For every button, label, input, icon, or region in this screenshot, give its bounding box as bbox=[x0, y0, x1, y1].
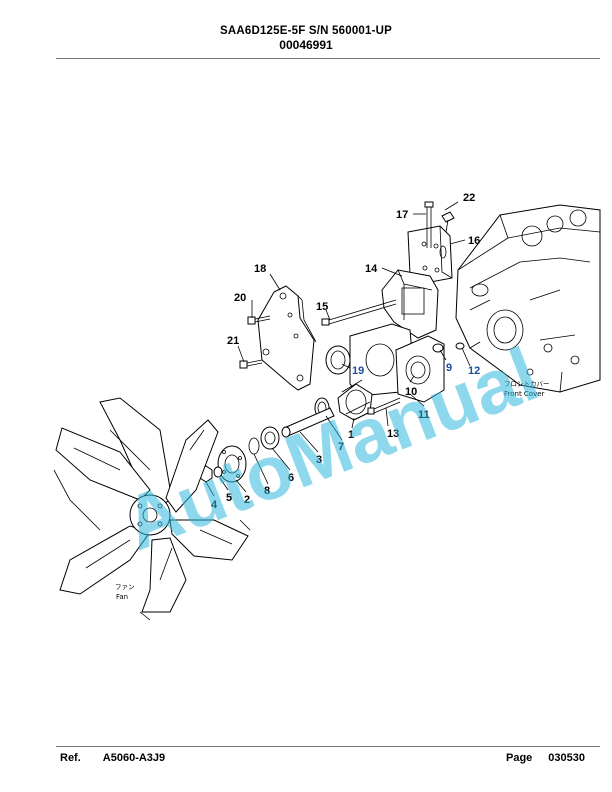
callout-18: 18 bbox=[254, 263, 266, 275]
page-label: Page bbox=[506, 752, 533, 764]
callout-15: 15 bbox=[316, 301, 328, 313]
callout-9: 9 bbox=[446, 362, 452, 374]
callout-7: 7 bbox=[338, 441, 344, 453]
callout-4: 4 bbox=[211, 499, 218, 511]
ref-label: Ref. bbox=[60, 752, 81, 764]
leader-lines bbox=[205, 201, 471, 497]
callout-22: 22 bbox=[463, 192, 475, 204]
callout-20: 20 bbox=[234, 292, 246, 304]
page-header: SAA6D125E-5F S/N 560001-UP 00046991 bbox=[0, 24, 612, 53]
seal-9 bbox=[432, 343, 444, 353]
pulley-hub-2 bbox=[217, 445, 247, 483]
plate-14 bbox=[381, 269, 439, 339]
gasket-19 bbox=[325, 345, 351, 375]
shaft-3 bbox=[281, 407, 335, 438]
ref-value: A5060-A3J9 bbox=[102, 752, 166, 764]
header-divider bbox=[56, 58, 600, 59]
model-serial-title: SAA6D125E-5F S/N 560001-UP bbox=[219, 25, 393, 37]
callout-8: 8 bbox=[264, 485, 270, 497]
callout-6: 6 bbox=[288, 472, 294, 484]
bolt-20 bbox=[247, 315, 271, 325]
part-number: 00046991 bbox=[279, 38, 333, 52]
plug-12 bbox=[455, 342, 465, 350]
housing-10 bbox=[395, 335, 445, 403]
bolt-22 bbox=[441, 211, 455, 233]
page-value: 030530 bbox=[548, 752, 586, 764]
callout-12: 12 bbox=[468, 365, 480, 377]
footer-page: Page 030530 bbox=[506, 752, 585, 764]
bolt-21 bbox=[239, 359, 263, 369]
fan bbox=[53, 397, 251, 621]
washer-5 bbox=[213, 466, 223, 478]
callout-11: 11 bbox=[418, 409, 430, 421]
callout-1: 1 bbox=[348, 429, 354, 441]
fan-label-jp: ファン bbox=[115, 583, 135, 591]
callout-3: 3 bbox=[316, 454, 322, 466]
footer-divider bbox=[56, 746, 600, 747]
callout-17: 17 bbox=[396, 209, 408, 221]
callout-10: 10 bbox=[405, 386, 417, 398]
fan-label-en: Fan bbox=[116, 593, 128, 601]
engine-block bbox=[455, 204, 601, 393]
bolt-17 bbox=[424, 201, 434, 248]
bolt-13 bbox=[367, 397, 401, 415]
callout-19: 19 bbox=[352, 365, 364, 377]
bracket-18 bbox=[257, 285, 317, 391]
callout-13: 13 bbox=[387, 428, 399, 440]
callout-14: 14 bbox=[365, 263, 378, 275]
footer-reference: Ref. A5060-A3J9 bbox=[60, 752, 165, 764]
bolt-15 bbox=[321, 299, 397, 326]
front-cover-label-en: Front Cover bbox=[504, 390, 545, 398]
callout-21: 21 bbox=[227, 335, 239, 347]
front-cover-label-jp: フロントカバー bbox=[504, 380, 550, 388]
callout-numbers: 22 17 16 14 18 20 15 21 19 9 12 10 11 13… bbox=[211, 192, 480, 511]
bearing-6 bbox=[260, 426, 280, 450]
callout-16: 16 bbox=[468, 235, 480, 247]
callout-5: 5 bbox=[226, 492, 232, 504]
callout-2: 2 bbox=[244, 494, 250, 506]
